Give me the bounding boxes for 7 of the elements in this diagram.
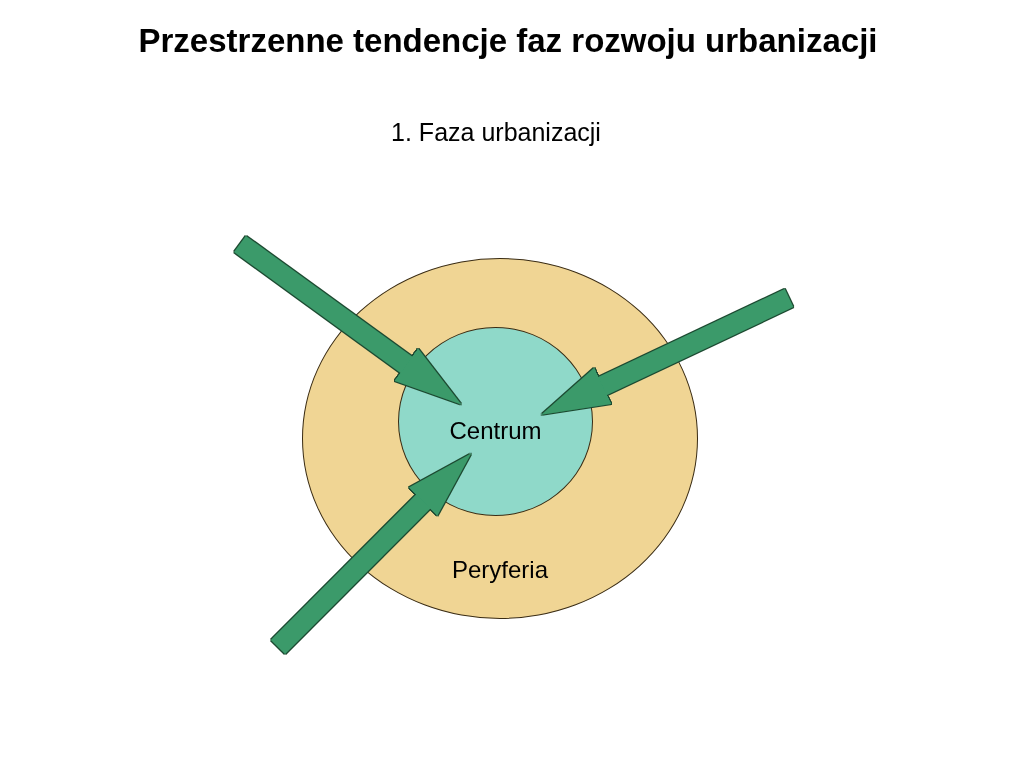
block-arrow — [234, 235, 462, 405]
zone-label: Centrum — [449, 417, 542, 444]
diagram-title: Przestrzenne tendencje faz rozwoju urbanizacji — [138, 21, 878, 61]
block-arrow — [541, 288, 794, 415]
phase-heading: 1. Faza urbanizacji — [391, 117, 601, 147]
block-arrow — [270, 453, 472, 655]
zone-label: Peryferia — [451, 556, 548, 583]
